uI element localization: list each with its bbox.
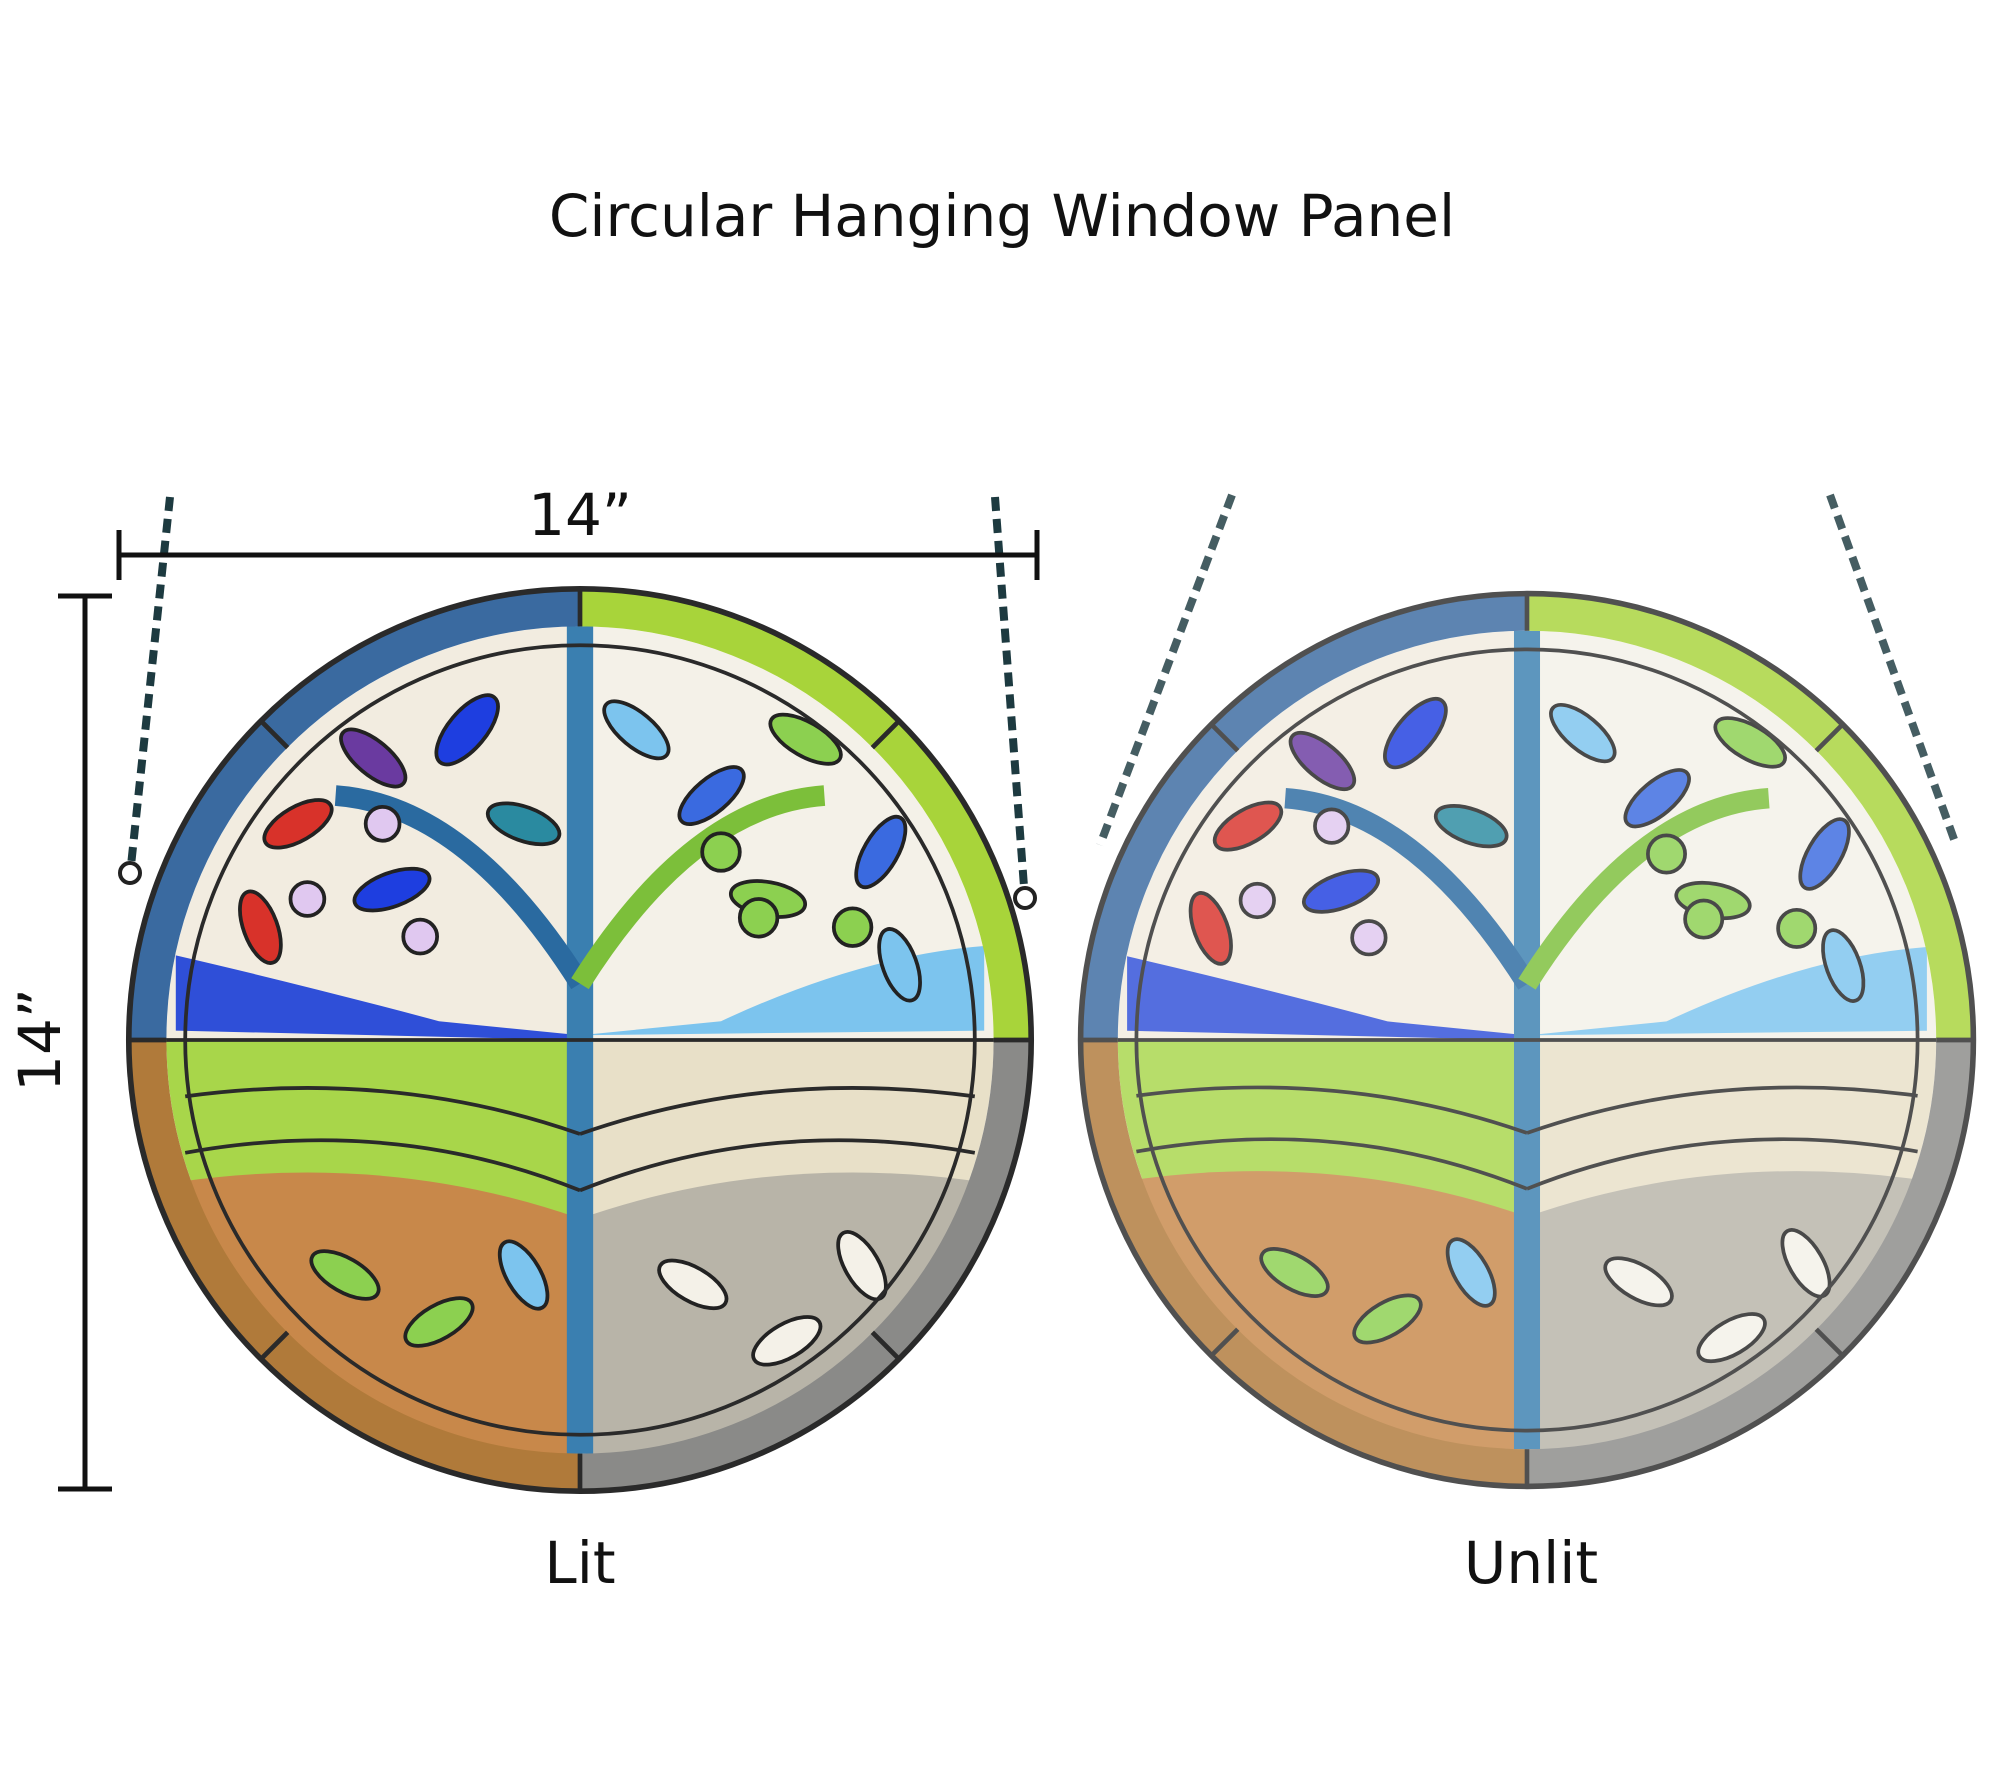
lit-panel [120, 496, 1035, 1491]
width-label: 14” [528, 481, 632, 549]
chain-left [126, 496, 174, 876]
height-dimension [58, 593, 112, 1492]
chain-right [1826, 493, 1959, 844]
stained-glass-panel-unlit [1081, 594, 1974, 1487]
stained-glass-panel-lit [129, 589, 1031, 1491]
width-dimension [116, 530, 1040, 580]
unlit-label: Unlit [1464, 1529, 1598, 1597]
chain-right [991, 496, 1029, 901]
unlit-panel [1081, 493, 1974, 1487]
height-label: 14” [6, 988, 74, 1092]
page-title: Circular Hanging Window Panel [549, 182, 1455, 250]
lit-label: Lit [544, 1529, 615, 1597]
chain-left [1096, 493, 1236, 847]
